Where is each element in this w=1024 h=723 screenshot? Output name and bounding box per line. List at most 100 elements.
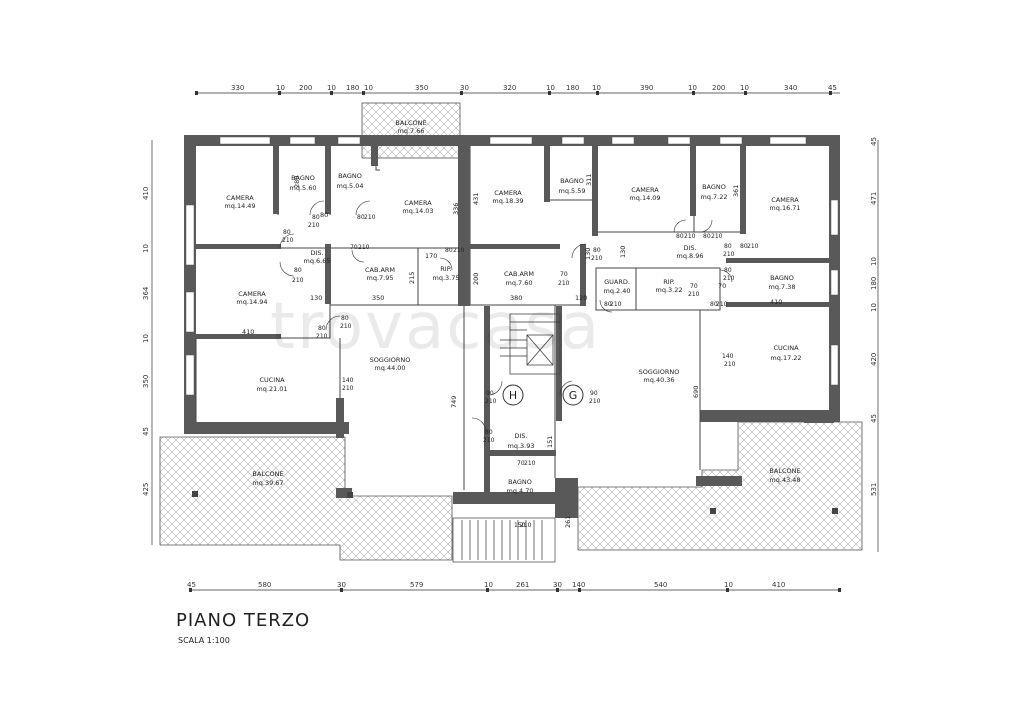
inner-dim: 380 <box>510 294 522 302</box>
room-area: mq.16.71 <box>769 204 800 212</box>
windows <box>185 136 839 396</box>
door-width: 80 <box>703 233 711 240</box>
room-name: CAB.ARM <box>365 266 395 274</box>
stair-exit <box>452 517 556 563</box>
balcony-left <box>159 436 453 561</box>
inner-dim: 80 <box>320 211 328 219</box>
plan-title: PIANO TERZO <box>176 610 311 631</box>
inner-dimensions: 280 336 431 311 361 130 170 215 350 410 … <box>242 174 782 528</box>
dim-right: 531 <box>870 483 878 496</box>
dim-right: 45 <box>870 414 878 423</box>
room-area: mq.40.36 <box>643 376 674 384</box>
dim-top: 45 <box>828 84 837 92</box>
room-name: BAGNO <box>770 274 794 282</box>
room-area: mq.8.96 <box>677 252 704 260</box>
dim-top: 330 <box>231 84 244 92</box>
elevator-mark-g: G <box>569 389 578 402</box>
room-name: CUCINA <box>259 376 285 384</box>
plan-scale: SCALA 1:100 <box>178 636 230 645</box>
dim-right: 10 <box>870 303 878 312</box>
dim-left: 10 <box>142 334 150 343</box>
inner-dim: 130 <box>584 248 592 260</box>
door-height: 210 <box>340 323 352 330</box>
inner-dim: 200 <box>472 273 480 285</box>
inner-dim: 749 <box>450 396 458 408</box>
door-height: 210 <box>520 522 532 529</box>
door-height: 210 <box>724 361 736 368</box>
door-height: 210 <box>684 233 696 240</box>
door-height: 210 <box>282 237 294 244</box>
inner-dim: 261 <box>564 516 572 528</box>
door-height: 210 <box>524 460 536 467</box>
dim-bottom: 30 <box>553 581 562 589</box>
watermark: trovacasa <box>270 290 602 364</box>
room-name: CAB.ARM <box>504 270 534 278</box>
room-name: SOGGIORNO <box>639 368 680 376</box>
room-name: BALCONE <box>769 467 800 475</box>
dim-top: 10 <box>688 84 697 92</box>
inner-dim: 130 <box>310 294 322 302</box>
dim-left: 45 <box>142 427 150 436</box>
room-area: mq.5.60 <box>290 184 317 192</box>
dim-top: 350 <box>415 84 428 92</box>
dim-bottom: 10 <box>484 581 493 589</box>
dim-left: 10 <box>142 244 150 253</box>
room-area: mq.6.65 <box>304 257 331 265</box>
dim-top: 10 <box>740 84 749 92</box>
inner-dim: 431 <box>472 193 480 205</box>
inner-dim: 215 <box>408 272 416 284</box>
stair-core: H G <box>484 306 584 421</box>
door-height: 210 <box>610 301 622 308</box>
room-area: mq.14.94 <box>236 298 267 306</box>
room-area: mq.14.03 <box>402 207 433 215</box>
door-height: 210 <box>358 244 370 251</box>
door-height: 210 <box>483 437 495 444</box>
door-width: 90 <box>590 390 598 397</box>
room-area: mq.7.66 <box>398 127 425 135</box>
dim-bottom: 540 <box>654 581 667 589</box>
dim-left: 425 <box>142 483 150 496</box>
room-name: GUARD. <box>604 278 630 286</box>
balcony-top <box>361 102 461 159</box>
room-area: mq.5.04 <box>337 182 364 190</box>
room-name: CAMERA <box>771 196 799 204</box>
dim-top: 340 <box>784 84 797 92</box>
door-height: 210 <box>364 214 376 221</box>
door-width: 80 <box>341 315 349 322</box>
room-name: SOGGIORNO <box>370 356 411 364</box>
elevator-mark-h: H <box>509 389 517 402</box>
dim-left: 350 <box>142 375 150 388</box>
dim-bottom: 140 <box>572 581 585 589</box>
left-dimensions: 410 10 364 10 350 45 425 <box>142 187 150 496</box>
door-height: 210 <box>589 398 601 405</box>
door-height: 210 <box>342 385 354 392</box>
room-name: RIP. <box>663 278 674 286</box>
door-height: 210 <box>723 251 735 258</box>
door-width: 80 <box>676 233 684 240</box>
balcony-columns <box>192 491 838 514</box>
dim-top: 10 <box>327 84 336 92</box>
dim-bottom: 580 <box>258 581 271 589</box>
room-area: mq.43.48 <box>769 476 800 484</box>
door-width: 70 <box>560 271 568 278</box>
dim-top: 200 <box>712 84 725 92</box>
room-area: mq.4.70 <box>507 487 534 495</box>
room-area: mq.3.93 <box>508 442 535 450</box>
door-width: 140 <box>722 353 734 360</box>
room-name: BAGNO <box>338 172 362 180</box>
dim-bottom: 10 <box>724 581 733 589</box>
room-name: BAGNO <box>560 177 584 185</box>
dim-left: 364 <box>142 286 150 300</box>
room-name: BAGNO <box>508 478 532 486</box>
door-height: 210 <box>747 243 759 250</box>
dim-top: 180 <box>346 84 359 92</box>
door-height: 210 <box>485 398 497 405</box>
door-width: 80 <box>318 325 326 332</box>
dimension-lines <box>151 92 879 591</box>
door-width: 90 <box>486 390 494 397</box>
door-height: 210 <box>711 233 723 240</box>
room-area: mq.14.09 <box>629 194 660 202</box>
door-height: 210 <box>591 255 603 262</box>
room-area: mq.5.59 <box>559 187 586 195</box>
door-width: 70 <box>517 460 525 467</box>
